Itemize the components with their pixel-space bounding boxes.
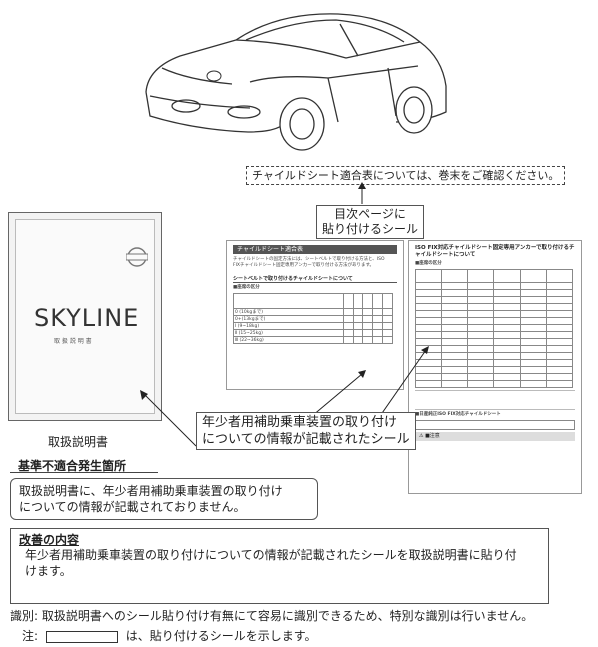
callout-info-line2: についての情報が記載されたシール bbox=[202, 432, 410, 447]
sheet-right-title: ISO FIX対応チャイルドシート固定専用アンカーで取り付けるチャイルドシートに… bbox=[415, 245, 575, 258]
sheet-left-text2: FIXチャイルドシート固定専用アンカーで取り付ける方法があります。 bbox=[233, 263, 375, 268]
sticker-top-text: チャイルドシート適合表については、巻末をご確認ください。 bbox=[252, 169, 560, 182]
arrow-up-icon bbox=[358, 182, 366, 204]
note-sample-sticker-box bbox=[45, 630, 118, 643]
arrow-to-manual-icon bbox=[140, 390, 197, 447]
table-row: 0 (10kgまで) bbox=[233, 308, 344, 316]
sheet-left-title: チャイルドシート適合表 bbox=[233, 245, 397, 254]
sheet-left-table: 0 (10kgまで) 0+(13kgまで) Ⅰ (9~18kg) Ⅱ (15~2… bbox=[233, 293, 393, 344]
callout-contents-line1: 目次ページに bbox=[334, 207, 406, 221]
table-row: Ⅰ (9~18kg) bbox=[233, 322, 344, 330]
warning-icon: ⚠ bbox=[419, 433, 424, 439]
note-line: 注: は、貼り付けるシールを示します。 bbox=[22, 627, 317, 644]
sticker-left-sheet: チャイルドシート適合表 チャイルドシートの固定方法には、シートベルトで取り付ける… bbox=[226, 240, 404, 390]
sheet-right-note-bar: ⚠ ■注意 bbox=[415, 432, 575, 441]
problem-line1: 取扱説明書に、年少者用補助乗車装置の取り付け bbox=[19, 484, 283, 498]
sheet-left-heading: シートベルトで取り付けるチャイルドシートについて bbox=[233, 275, 397, 283]
sheet-right-subheading: ■座席の区分 bbox=[415, 261, 442, 266]
sheet-right-bottom-heading: ■日産純正ISO FIX対応チャイルドシート bbox=[415, 412, 501, 417]
callout-info-sticker: 年少者用補助乗車装置の取り付け についての情報が記載されたシール bbox=[196, 412, 416, 450]
improvement-box: 改善の内容 年少者用補助乗車装置の取り付けについての情報が記載されたシールを取扱… bbox=[10, 528, 549, 604]
sticker-top-notice: チャイルドシート適合表については、巻末をご確認ください。 bbox=[246, 166, 566, 185]
table-row: 0+(13kgまで) bbox=[233, 315, 344, 323]
manual-model-name: SKYLINE bbox=[34, 304, 140, 332]
callout-info-line1: 年少者用補助乗車装置の取り付け bbox=[202, 415, 398, 430]
identification-text: 識別: 取扱説明書へのシール貼り付け有無にて容易に識別できるため、特別な識別は行… bbox=[10, 609, 534, 623]
note-prefix: 注: bbox=[22, 629, 39, 643]
arrows-to-sheets-icon bbox=[311, 346, 429, 417]
sheet-left-subheading: ■座席の区分 bbox=[233, 285, 260, 290]
sheet-right-notes bbox=[415, 390, 575, 410]
sheet-right-note-heading: ■注意 bbox=[425, 433, 440, 439]
problem-heading: 基準不適合発生箇所 bbox=[18, 459, 127, 473]
manual-caption: 取扱説明書 bbox=[48, 435, 109, 449]
callout-contents-line2: 貼り付けるシール bbox=[322, 222, 419, 236]
sheet-right-table bbox=[414, 269, 574, 388]
sticker-right-sheet: ISO FIX対応チャイルドシート固定専用アンカーで取り付けるチャイルドシートに… bbox=[408, 240, 582, 494]
manual-subtitle: 取 扱 説 明 書 bbox=[54, 338, 92, 345]
table-row: Ⅱ (15~25kg) bbox=[233, 329, 344, 337]
nissan-logo-icon bbox=[126, 247, 148, 267]
problem-box: 取扱説明書に、年少者用補助乗車装置の取り付け についての情報が記載されておりませ… bbox=[10, 478, 318, 520]
problem-line2: についての情報が記載されておりません。 bbox=[19, 500, 246, 514]
sheet-right-note-text bbox=[415, 443, 575, 467]
note-suffix: は、貼り付けるシールを示します。 bbox=[125, 629, 317, 643]
improvement-text: 年少者用補助乗車装置の取り付けについての情報が記載されたシールを取扱説明書に貼り… bbox=[25, 547, 545, 579]
sheet-left-text1: チャイルドシートの固定方法には、シートベルトで取り付ける方法と、ISO bbox=[233, 257, 385, 262]
table-row: Ⅲ (22~36kg) bbox=[233, 336, 344, 344]
improvement-line2: けます。 bbox=[25, 564, 72, 578]
problem-heading-underline bbox=[10, 472, 158, 473]
improvement-line1: 年少者用補助乗車装置の取り付けについての情報が記載されたシールを取扱説明書に貼り… bbox=[25, 548, 517, 562]
improvement-heading: 改善の内容 bbox=[19, 533, 80, 547]
owner-manual-cover: SKYLINE 取 扱 説 明 書 bbox=[8, 212, 162, 421]
car-illustration bbox=[145, 13, 447, 151]
callout-contents-sticker: 目次ページに 貼り付けるシール bbox=[316, 205, 425, 239]
sheet-right-bottom-table bbox=[415, 420, 575, 430]
